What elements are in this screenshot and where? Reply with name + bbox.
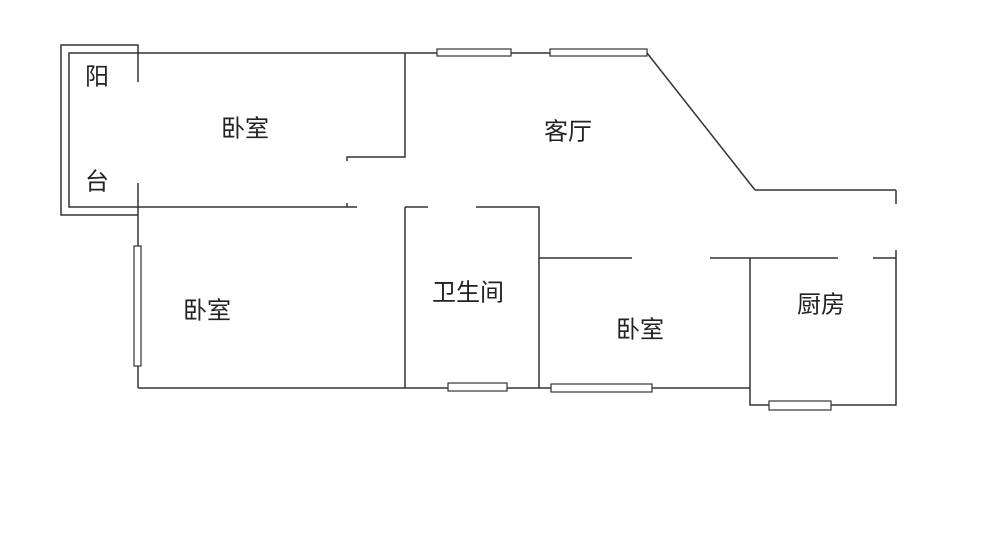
balcony-outer-wall [60, 44, 139, 216]
label-bedroom-left: 卧室 [183, 297, 231, 325]
window-bathroom [447, 382, 508, 392]
balcony-inner-wall [68, 52, 138, 208]
label-bedroom-top: 卧室 [221, 115, 269, 143]
window-bedroom-bottom [550, 383, 653, 393]
kitchen-walls [749, 250, 897, 406]
window-top-left [436, 48, 512, 57]
window-kitchen [768, 400, 832, 411]
room-labels: 卧室 客厅 阳 台 卧室 卫生间 卧室 厨房 [85, 63, 845, 344]
label-bedroom-bottom: 卧室 [616, 316, 664, 344]
diagonal-wall [646, 52, 756, 191]
label-kitchen: 厨房 [797, 291, 845, 319]
windows [133, 48, 832, 411]
label-bathroom: 卫生间 [432, 279, 504, 307]
label-balcony-1: 阳 [85, 63, 109, 91]
bathroom-top-wall-b [476, 206, 540, 388]
bedroom-top-right-wall [346, 53, 406, 161]
label-balcony-2: 台 [85, 168, 109, 196]
label-living-room: 客厅 [544, 118, 592, 146]
window-left [133, 245, 142, 367]
walls [60, 44, 897, 406]
window-top-right [549, 48, 648, 57]
